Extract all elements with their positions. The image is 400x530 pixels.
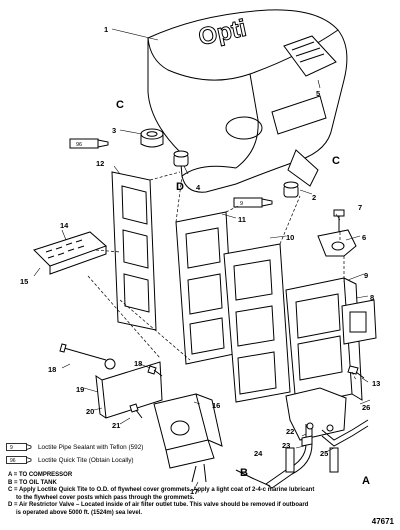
callout-5: 5 <box>316 89 320 98</box>
callout-16: 16 <box>212 401 220 410</box>
gasket-12-part <box>111 171 157 331</box>
screw-7-part <box>333 209 345 232</box>
gasket-8-part <box>341 299 377 345</box>
callout-25: 25 <box>320 449 328 458</box>
legend-a: A = TO COMPRESSOR <box>8 472 73 478</box>
legend: A = TO COMPRESSOR B = TO OIL TANK C = Ap… <box>8 472 314 518</box>
figure-number: 47671 <box>371 517 394 526</box>
routing-lines <box>87 171 357 381</box>
bolt-18-part <box>59 343 107 361</box>
callout-13: 13 <box>372 379 380 388</box>
key-tube-96-label: 96 <box>10 458 16 464</box>
callout-20: 20 <box>86 407 94 416</box>
screw-18b-part <box>147 365 163 377</box>
leader-lines <box>33 28 371 487</box>
callout-22: 22 <box>286 427 294 436</box>
tube-label-96: 96 <box>76 142 82 148</box>
callout-15: 15 <box>20 277 28 286</box>
callout-10: 10 <box>286 233 294 242</box>
key-loctite-592: Loctite Pipe Sealant with Teflon (592) <box>38 444 144 451</box>
solenoid-part <box>153 393 223 483</box>
callout-14: 14 <box>60 221 69 230</box>
part-callouts: 1 5 3 4 2 7 6 9 8 10 11 12 13 14 15 16 1… <box>20 25 380 496</box>
plate-10-part <box>223 243 291 403</box>
grommet-4-part <box>173 150 189 167</box>
callout-3: 3 <box>112 126 116 135</box>
letter-d: D <box>176 181 184 193</box>
tube-labels: 96 9 <box>76 142 243 207</box>
key-loctite-quick-tite: Loctite Quick Tite (Obtain Locally) <box>38 457 134 464</box>
reference-letters: C C D B A <box>116 99 370 487</box>
tube-label-9: 9 <box>240 201 243 207</box>
plate-11-part <box>175 211 235 365</box>
grommet-part <box>140 128 164 148</box>
key-tube-9-label: 9 <box>10 445 13 451</box>
bracket-part <box>95 358 163 419</box>
legend-c-line1: C = Apply Loctite Quick Tite to O.D. of … <box>8 487 315 494</box>
callout-26: 26 <box>362 403 370 412</box>
key-tube-96-icon: 96 <box>6 456 32 464</box>
sealant-tube-9-part <box>233 197 273 208</box>
valve-housing-part <box>285 277 363 441</box>
legend-b: B = TO OIL TANK <box>8 479 57 486</box>
callout-11: 11 <box>238 215 246 224</box>
callout-2: 2 <box>312 193 316 202</box>
callout-24: 24 <box>254 449 263 458</box>
packet-part <box>283 35 337 77</box>
key-tube-9-icon: 9 <box>6 443 32 451</box>
callout-18b: 18 <box>134 359 142 368</box>
callout-4: 4 <box>196 183 201 192</box>
screw-21-part <box>129 403 143 419</box>
legend-d-line1: D = Air Restrictor Valve – Located insid… <box>8 502 309 509</box>
reed-block-part <box>33 231 107 275</box>
letter-c-right: C <box>332 155 340 167</box>
legend-c-line2: to the flywheel cover posts which pass t… <box>16 494 195 501</box>
clip-6-part <box>317 229 357 257</box>
callout-23: 23 <box>282 441 290 450</box>
grommet-2-part <box>283 181 299 198</box>
callout-12: 12 <box>96 159 104 168</box>
callout-19: 19 <box>76 385 84 394</box>
legend-d-line2: is operated above 5000 ft. (1524m) sea l… <box>16 509 143 516</box>
callout-9: 9 <box>364 271 368 280</box>
callout-7: 7 <box>358 203 362 212</box>
callout-17: 17 <box>190 487 198 496</box>
callout-21: 21 <box>112 421 120 430</box>
callout-1: 1 <box>104 25 108 34</box>
letter-b: B <box>240 467 248 479</box>
letter-a: A <box>362 475 370 487</box>
sealant-tube-96-part <box>69 138 109 149</box>
callout-6: 6 <box>362 233 366 242</box>
callout-18: 18 <box>48 365 56 374</box>
hose-part <box>235 419 369 489</box>
callout-8: 8 <box>370 293 374 302</box>
letter-c-upper: C <box>116 99 124 111</box>
screw-13-part <box>347 365 365 379</box>
